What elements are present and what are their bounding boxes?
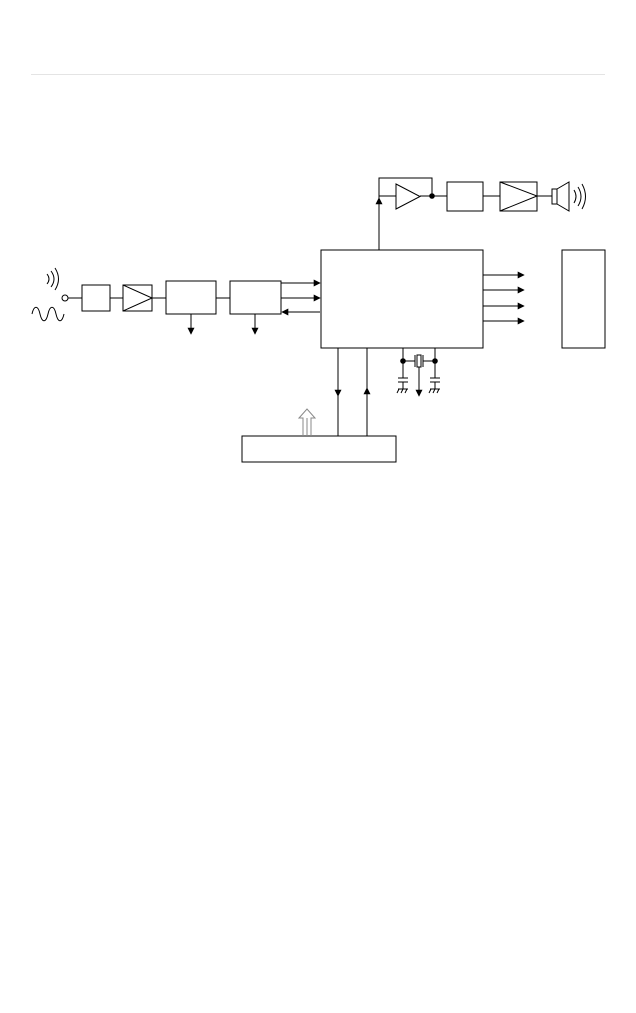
mixer-block xyxy=(165,280,217,315)
ground-icon xyxy=(396,388,408,394)
feedback-loop-wire xyxy=(378,177,433,198)
antenna-terminal xyxy=(61,294,69,302)
audio-filter-block xyxy=(446,181,484,212)
capacitor-icon xyxy=(398,361,408,389)
sine-wave-icon xyxy=(31,306,65,322)
junction-dot xyxy=(429,193,435,199)
audio-power-amplifier xyxy=(499,181,539,212)
header-divider xyxy=(31,74,605,75)
audio-buffer-amplifier xyxy=(395,183,422,210)
ground-icon xyxy=(428,388,440,394)
rf-amplifier xyxy=(122,284,154,312)
rf-input-block xyxy=(81,284,111,312)
demod-block xyxy=(229,280,282,315)
hollow-arrow-icon xyxy=(297,408,317,436)
main-controller xyxy=(320,249,484,349)
sound-waves-icon xyxy=(573,183,586,210)
control-interface-block xyxy=(241,435,397,463)
wireless-signal-icon xyxy=(46,267,59,291)
output-port-block xyxy=(561,249,606,349)
crystal-oscillator-icon xyxy=(414,354,424,368)
speaker-icon xyxy=(551,181,570,212)
capacitor-icon xyxy=(430,361,440,389)
